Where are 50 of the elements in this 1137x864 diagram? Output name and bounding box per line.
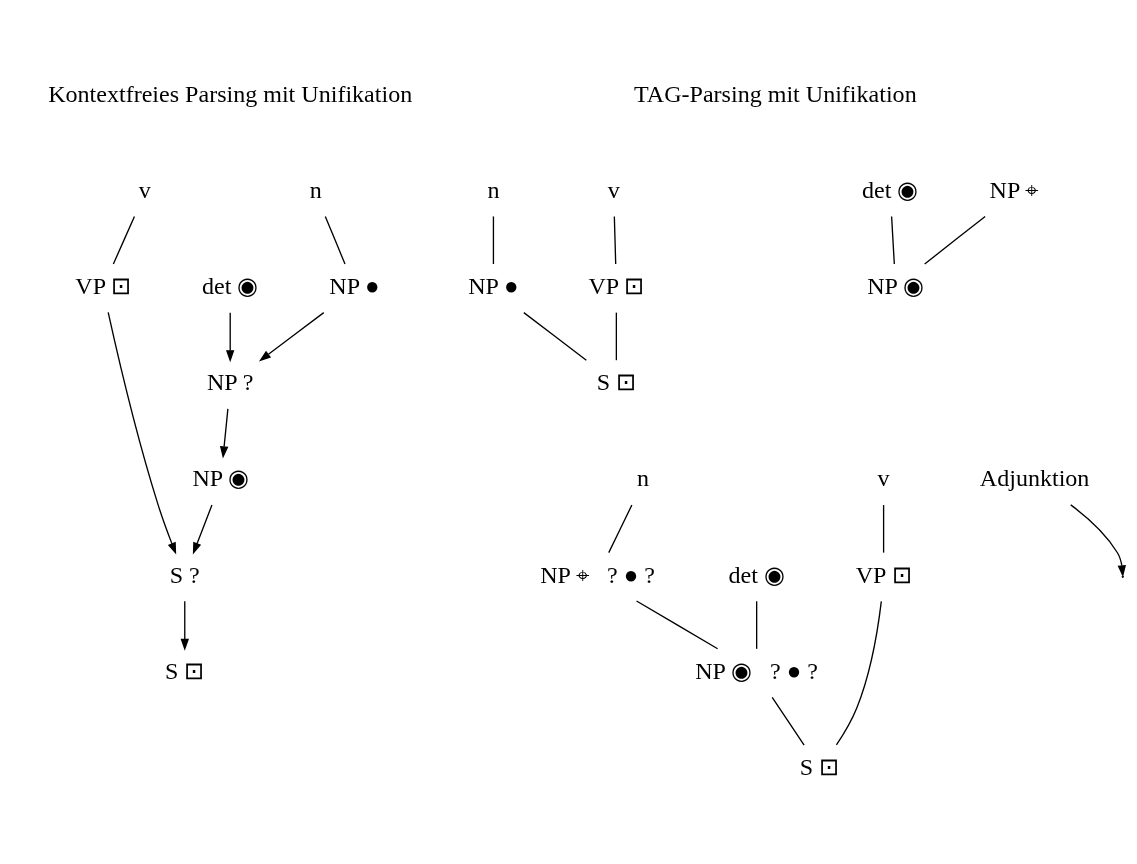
- node-text: NP ⌖: [540, 561, 591, 588]
- label: Kontextfreies Parsing mit Unifikation: [48, 80, 413, 107]
- arrow: [192, 503, 213, 554]
- node-label: ? ● ?: [770, 657, 818, 684]
- node-text: VP ⊡: [855, 561, 912, 588]
- arrow: [1070, 503, 1127, 577]
- arrow: [107, 311, 177, 555]
- connector: [882, 503, 885, 553]
- node-text: S ⊡: [165, 657, 205, 684]
- node-text: v: [607, 176, 620, 203]
- node-text: NP ⌖: [989, 176, 1040, 203]
- node-text: n: [487, 176, 500, 203]
- connector: [615, 311, 618, 361]
- connector: [492, 215, 495, 265]
- node-text: v: [138, 176, 151, 203]
- arrow: [226, 311, 235, 362]
- node-label: ? ● ?: [607, 561, 655, 588]
- connector: [890, 215, 895, 265]
- connector: [635, 599, 719, 649]
- connector: [924, 215, 986, 265]
- arrow: [219, 407, 229, 458]
- connector: [756, 600, 758, 649]
- node-text: NP ●: [329, 272, 380, 299]
- arrow: [258, 311, 325, 361]
- node-text: NP ◉: [695, 657, 753, 684]
- connector: [608, 503, 633, 553]
- node-text: Adjunktion: [979, 464, 1090, 491]
- node-text: S ?: [169, 561, 200, 588]
- node-text: det ◉: [728, 561, 785, 588]
- node-text: n: [309, 176, 322, 203]
- label: TAG-Parsing mit Unifikation: [634, 80, 917, 107]
- node-text: v: [877, 464, 890, 491]
- connector: [523, 311, 587, 361]
- connector: [112, 215, 136, 265]
- node-text: S ⊡: [596, 368, 637, 395]
- node-text: NP ◉: [192, 464, 250, 491]
- node-text: NP ◉: [867, 272, 925, 299]
- node-text: S ⊡: [799, 753, 840, 780]
- connector: [324, 215, 346, 265]
- node-text: det ◉: [862, 176, 919, 203]
- node-text: n: [637, 464, 650, 491]
- connector: [771, 696, 805, 746]
- connector: [613, 215, 617, 265]
- arrow: [180, 600, 189, 651]
- node-text: VP ⊡: [75, 272, 132, 299]
- node-text: det ◉: [202, 272, 259, 299]
- node-text: NP ●: [468, 272, 519, 299]
- node-text: NP ?: [206, 368, 254, 395]
- node-text: VP ⊡: [588, 272, 645, 299]
- connector: [835, 600, 882, 746]
